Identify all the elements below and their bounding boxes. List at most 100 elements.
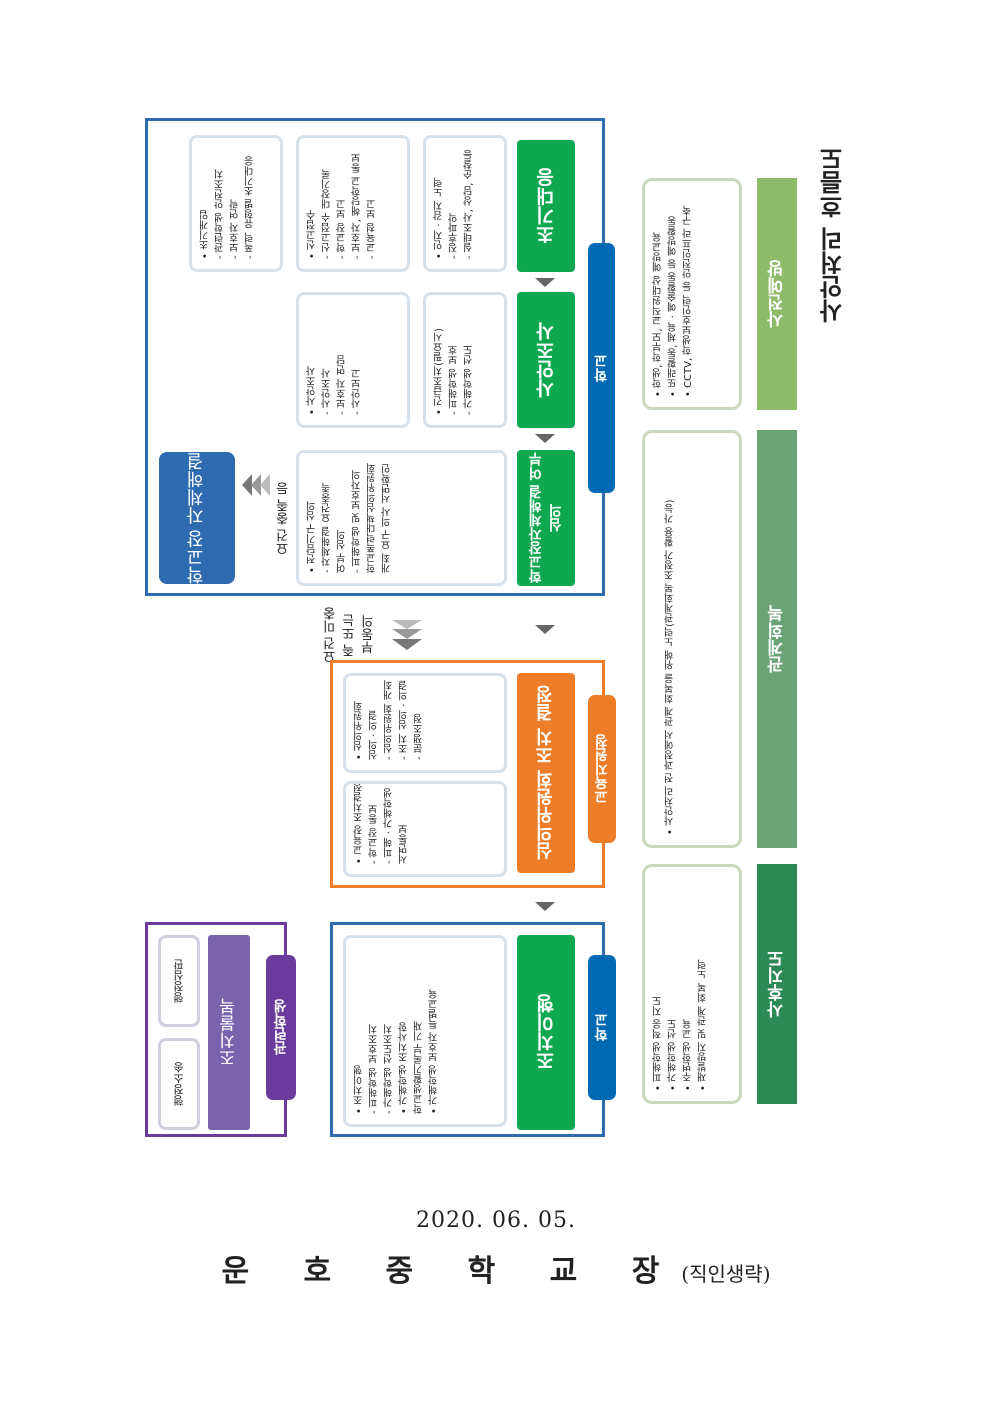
follow-notes: • 피해학생 적응 지도 • 가해학생 선도 • 주변학생 교육 • 재발방지 …	[642, 864, 742, 1104]
list-item: 학교폭력대책심의위원회	[367, 463, 378, 573]
school-tag-bottom	[588, 955, 616, 1100]
list-item: - 보호자 면담	[337, 355, 348, 415]
step-appeal	[208, 935, 250, 1130]
list-item: - 교육청 보고	[367, 199, 378, 259]
list-item: - 심의위원회 개최	[384, 680, 395, 760]
list-item: • 학생, 학부모, 교직원대상 예방교육	[653, 232, 664, 397]
committee-note-1: • 심의위원회 심의 · 의결 - 심의위원회 개최 - 조치 심의 · 의결 …	[343, 673, 507, 773]
list-item: • 조치이행	[354, 1064, 365, 1114]
related-tag	[266, 955, 296, 1100]
step-execute-label: 조치이행	[535, 994, 558, 1071]
signature-line: 운 호 중 학 교 장(직인생략)	[0, 1246, 992, 1290]
list-item: - 가해학생 선도조치	[384, 1024, 395, 1114]
list-item: - 징후파악	[449, 212, 460, 259]
list-item: • 재발방지 및 관계 회복 노력	[698, 959, 709, 1091]
list-item: • 사안조사	[307, 365, 318, 415]
list-item: - 피해학생 보호	[449, 345, 460, 415]
arrow-left-icon	[242, 470, 270, 500]
committee-note-2: • 교육장 조치결정 - 학교장 통보 - 피해 · 가해학생 서면통보	[343, 781, 507, 877]
school-tag-label: 학교	[593, 354, 610, 382]
list-item: - 피해 · 가해학생	[384, 787, 395, 864]
list-item: 여부 심의	[337, 529, 348, 573]
step-early-label: 초기대응	[535, 168, 558, 244]
list-item: 서면통보	[399, 824, 410, 864]
appeal-item-2: 행정소송	[158, 1038, 200, 1130]
list-item: - 사안보고	[352, 368, 363, 415]
document-date: 2020. 06. 05.	[416, 1208, 576, 1233]
list-item: • 초기개입	[200, 209, 211, 259]
list-item: - 조치 심의 · 의결	[399, 680, 410, 760]
list-item: • 긴급조치(필요시)	[434, 328, 445, 415]
list-item: - 폭력 유형별 초기대응	[245, 155, 256, 259]
seal-note: (직인생략)	[681, 1262, 771, 1286]
list-item: • CCTV, 학생보호인력 등 안전인프라 구축	[683, 205, 694, 397]
list-item: • 가해학생 조치사항	[399, 1021, 410, 1114]
school-tag-bottom-label: 학교	[594, 1013, 610, 1042]
list-item: • 신고접수	[307, 209, 318, 259]
list-item: - 피해학생 보호조치	[369, 1024, 380, 1114]
page-title: 사안처리 흐름도	[819, 146, 848, 324]
stage-prevent-label: 사전예방	[767, 260, 788, 328]
step-appeal-label: 조치불복	[219, 998, 240, 1067]
appeal-item-1: 행정심판	[158, 935, 200, 1027]
list-item: • 가해학생 보호자 특별교육	[429, 988, 440, 1114]
stage-relation-label: 관계회복	[767, 605, 788, 673]
list-item: • 교육장 조치결정	[354, 781, 365, 864]
stage-follow-label: 사후지도	[767, 950, 788, 1018]
step-early	[517, 140, 575, 272]
list-item: • 또래활동, 체육 · 예술활동 등 예방활동	[668, 215, 679, 397]
list-item: - 자체해결 요건충족	[322, 483, 333, 573]
arrow-down-icon	[535, 278, 555, 287]
list-item: 개최 요구 의사 서면확인	[382, 463, 393, 573]
list-item: • 가해학생 선도	[668, 1018, 679, 1091]
list-item: - 가해학생 선도	[464, 345, 475, 415]
step-committee-label: 심의위원회 조치 결정	[535, 685, 556, 861]
step-execute	[517, 935, 575, 1130]
step-committee	[517, 673, 575, 873]
list-item: - 분쟁조정	[414, 713, 425, 760]
list-item: - 실태조사, 상담, 순찰등	[464, 149, 475, 259]
list-item: • 인지 · 감지 노력	[434, 177, 445, 259]
relation-notes: • 사안처리 전 과정에서 관계 회복을 위해 노력(관계회복 조정가 활용 가…	[642, 430, 742, 848]
step-investigate-label: 사안조사	[535, 322, 558, 398]
edu-tag	[588, 695, 616, 843]
investigate-note-1: • 긴급조치(필요시) - 피해학생 보호 - 가해학생 선도	[423, 292, 507, 428]
prevent-notes: • 학생, 학부모, 교직원대상 예방교육 • 또래활동, 체육 · 예술활동 …	[642, 178, 742, 410]
arrow-label-not-meet: 요건 미충족 또는 부동의	[323, 606, 377, 664]
early-note-1: • 인지 · 감지 노력 - 징후파악 - 실태조사, 상담, 순찰등	[423, 135, 507, 272]
list-item: - 학교장 통보	[369, 804, 380, 864]
list-item: - 보호자, 해당학교 통보	[352, 152, 363, 259]
list-item: • 사안처리 전 과정에서 관계 회복을 위해 노력(관계회복 조정가 활용 가…	[665, 499, 676, 836]
arrow-down-icon	[535, 902, 555, 911]
list-item: - 사안조사	[322, 368, 333, 415]
arrow-label-meet: 요건 충족 등	[276, 481, 292, 555]
list-item: • 주변학생 교육	[683, 1018, 694, 1091]
early-note-2: • 신고접수 - 신고접수 대장기록 - 학교장 보고 - 보호자, 해당학교 …	[296, 135, 410, 272]
arrow-down-icon	[392, 620, 422, 650]
edu-tag-label: 교육지원청	[594, 734, 610, 804]
list-item: • 전담기구 심의	[307, 500, 318, 573]
list-item: - 보호자 연락	[230, 199, 241, 259]
self-resolve-box	[159, 452, 235, 584]
deliberate-note: • 전담기구 심의 - 자체해결 요건충족 여부 심의 - 피해학생 및 보호자…	[296, 450, 507, 586]
step-deliberate	[517, 450, 575, 586]
arrow-down-icon	[535, 434, 555, 443]
stage-relation	[757, 430, 797, 848]
step-investigate	[517, 292, 575, 428]
arrow-down-icon	[535, 625, 555, 634]
school-tag	[588, 243, 615, 493]
list-item: • 피해학생 적응 지도	[653, 995, 664, 1091]
list-item: 행정심판	[172, 959, 186, 1003]
execute-note: • 조치이행 - 피해학생 보호조치 - 가해학생 선도조치 • 가해학생 조치…	[343, 935, 507, 1127]
stage-follow	[757, 864, 797, 1104]
list-item: • 심의위원회	[354, 700, 365, 760]
list-item: 학교생활기록부 기재	[414, 1020, 425, 1114]
list-item: - 피해학생 및 보호자의	[352, 469, 363, 573]
stage-prevent	[757, 178, 797, 410]
self-resolve-label: 학교장 자체해결	[186, 452, 207, 584]
list-item: 심의 · 의결	[369, 710, 380, 760]
list-item: - 학교장 보고	[337, 199, 348, 259]
list-item: - 신고접수 대장기록	[322, 169, 333, 259]
investigate-note-2: • 사안조사 - 사안조사 - 보호자 면담 - 사안보고	[296, 292, 410, 428]
